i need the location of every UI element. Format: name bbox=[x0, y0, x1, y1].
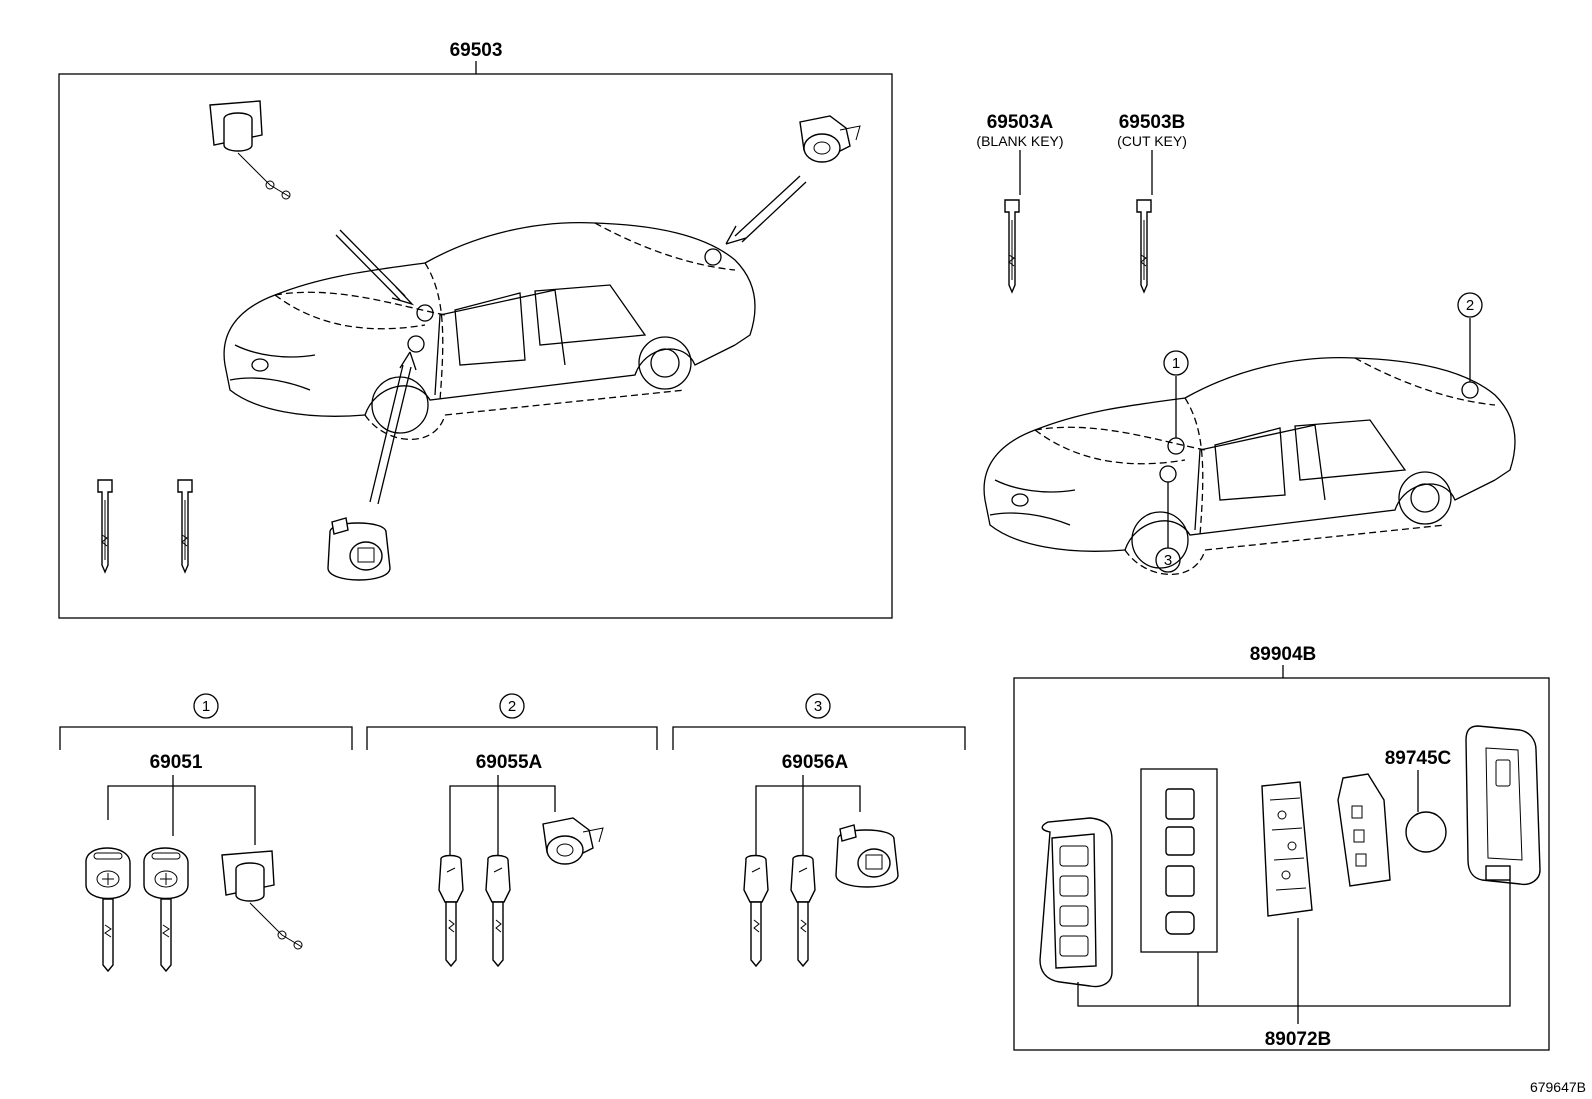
key-icon bbox=[438, 854, 464, 967]
door-lock-cylinder-icon bbox=[221, 850, 303, 950]
circuit-board-icon bbox=[1261, 781, 1313, 917]
transmitter-housing-label: 89072B bbox=[1265, 1029, 1332, 1050]
cut-key-label: 69503B bbox=[1119, 112, 1186, 133]
group2-marker: 2 bbox=[508, 698, 516, 715]
group1-part-label: 69051 bbox=[150, 752, 203, 773]
lock-set-car-illustration bbox=[223, 221, 756, 441]
group2-bracket bbox=[366, 726, 658, 750]
group3-bracket bbox=[672, 726, 966, 750]
group1-bracket bbox=[59, 726, 353, 750]
illustration-id: 679647B bbox=[1530, 1079, 1586, 1095]
key-blade-icon bbox=[97, 479, 113, 573]
key-icon bbox=[743, 854, 769, 967]
car-marker-1: 1 bbox=[1172, 355, 1180, 372]
group3-marker: 3 bbox=[814, 698, 822, 715]
ignition-cylinder-icon bbox=[835, 824, 899, 888]
car-marker-3: 3 bbox=[1164, 552, 1172, 569]
arrow-ignition bbox=[369, 351, 417, 505]
blank-key-label: 69503A bbox=[987, 112, 1054, 133]
button-pad-icon bbox=[1165, 788, 1195, 935]
group3-part-label: 69056A bbox=[782, 752, 849, 773]
key-icon bbox=[790, 854, 816, 967]
trunk-lock-cylinder-icon bbox=[542, 817, 604, 865]
inner-case-icon bbox=[1337, 773, 1391, 887]
smart-key-assy-label: 89904B bbox=[1250, 644, 1317, 665]
blank-key-note: (BLANK KEY) bbox=[976, 133, 1063, 149]
battery-label: 89745C bbox=[1385, 748, 1452, 769]
ignition-cylinder-icon bbox=[327, 517, 391, 581]
car-marker-2: 2 bbox=[1466, 297, 1474, 314]
battery-icon bbox=[1405, 811, 1447, 853]
cut-key-icon bbox=[1136, 199, 1152, 293]
cut-key-note: (CUT KEY) bbox=[1117, 133, 1187, 149]
button-set-frame bbox=[1140, 768, 1218, 953]
trunk-lock-cylinder-icon bbox=[799, 115, 861, 163]
reference-car-illustration bbox=[983, 356, 1516, 576]
arrow-door-lock bbox=[335, 229, 415, 306]
key-icon bbox=[485, 854, 511, 967]
door-lock-cylinder-icon bbox=[209, 100, 291, 200]
arrow-trunk-lock bbox=[725, 175, 807, 245]
smart-key-with-fob-icon bbox=[85, 847, 131, 972]
key-blade-icon bbox=[177, 479, 193, 573]
smart-key-frame bbox=[1013, 677, 1550, 1051]
lock-set-frame bbox=[58, 73, 893, 619]
smart-key-fob-icon bbox=[1039, 817, 1113, 988]
group2-part-label: 69055A bbox=[476, 752, 543, 773]
transmitter-bracket bbox=[1077, 880, 1511, 1024]
blank-key-icon bbox=[1004, 199, 1020, 293]
fob-housing-icon bbox=[1465, 725, 1541, 886]
lock-set-label: 69503 bbox=[450, 40, 503, 61]
group1-marker: 1 bbox=[202, 698, 210, 715]
smart-key-with-fob-icon bbox=[143, 847, 189, 972]
